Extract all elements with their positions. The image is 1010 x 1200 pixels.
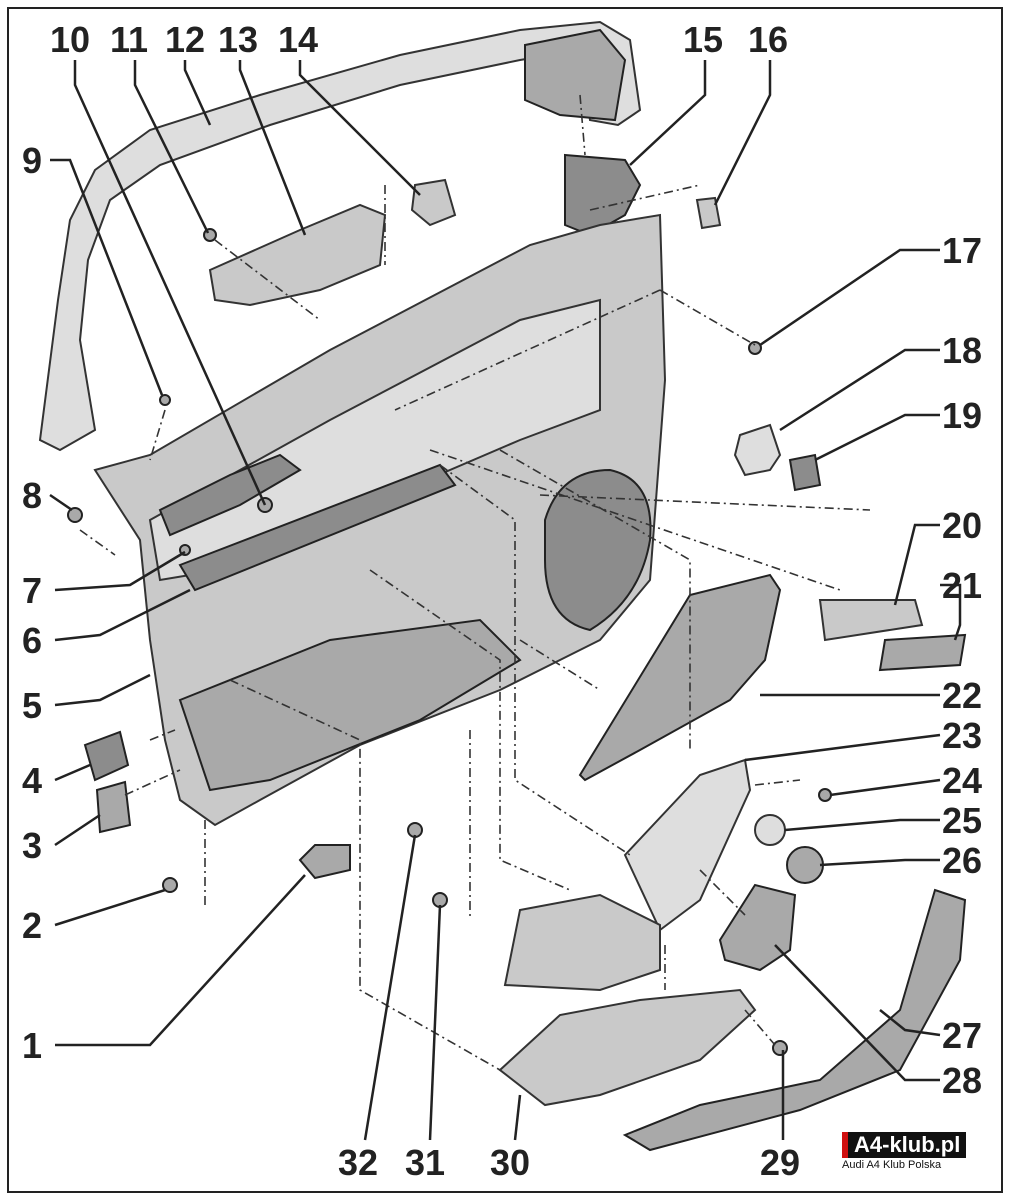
- armrest-30: [498, 988, 757, 1107]
- callout-25: 25: [942, 800, 982, 841]
- door-pocket: [178, 618, 522, 792]
- callout-8: 8: [22, 475, 42, 516]
- mirror-triangle-cover: [564, 153, 642, 237]
- callout-20: 20: [942, 505, 982, 546]
- switch-3: [95, 780, 132, 834]
- screw-24: [818, 788, 832, 802]
- callout-3: 3: [22, 825, 42, 866]
- callout-5: 5: [22, 685, 42, 726]
- screw-2: [162, 877, 178, 893]
- switch-19: [788, 453, 822, 492]
- ring-25: [754, 814, 786, 846]
- diagram-frame: [7, 7, 1003, 1193]
- callout-1: 1: [22, 1025, 42, 1066]
- handle-bracket: [410, 178, 457, 227]
- clip-16: [695, 196, 722, 230]
- decorative-strip: [178, 463, 457, 592]
- callout-17: 17: [942, 230, 982, 271]
- callout-15: 15: [683, 19, 723, 60]
- logo-subtitle: Audi A4 Klub Polska: [842, 1159, 942, 1171]
- window-switch-28: [718, 883, 797, 972]
- switch-panel-20: [818, 599, 924, 642]
- logo-main-text: A4-klub.pl: [842, 1132, 967, 1158]
- callout-numbers: 1 2 3 4 5 6 7 8 9 10 11 12 13 14 15 16 1…: [22, 19, 982, 1183]
- callout-14: 14: [278, 19, 318, 60]
- callout-18: 18: [942, 330, 982, 371]
- clip-9: [159, 394, 171, 406]
- door-speaker-recess: [544, 468, 652, 632]
- screw-29: [772, 1040, 788, 1056]
- knob-26: [786, 846, 824, 884]
- callout-6: 6: [22, 620, 42, 661]
- callout-16: 16: [748, 19, 788, 60]
- callout-29: 29: [760, 1142, 800, 1183]
- callout-13: 13: [218, 19, 258, 60]
- callout-12: 12: [165, 19, 205, 60]
- trim-strip-27: [622, 888, 967, 1152]
- callout-11: 11: [110, 19, 148, 60]
- door-switch-strip: [158, 453, 302, 537]
- bracket-1: [298, 844, 351, 880]
- window-frame-trim: [38, 20, 642, 452]
- site-logo: A4-klub.pl Audi A4 Klub Polska: [842, 1132, 980, 1171]
- screw-17: [748, 341, 762, 355]
- mirror-triangle-trim: [524, 28, 627, 122]
- switch-frame-18: [733, 423, 782, 477]
- callout-31: 31: [405, 1142, 445, 1183]
- callout-26: 26: [942, 840, 982, 881]
- leader-lines: [49, 60, 962, 1141]
- switch-block-21: [878, 633, 967, 672]
- callout-23: 23: [942, 715, 982, 756]
- callout-19: 19: [942, 395, 982, 436]
- callout-28: 28: [942, 1060, 982, 1101]
- callout-22: 22: [942, 675, 982, 716]
- callout-7: 7: [22, 570, 42, 611]
- assembly-lines: [79, 94, 871, 1071]
- callout-4: 4: [22, 760, 42, 801]
- clip-8: [67, 507, 83, 523]
- armrest-pocket: [503, 893, 661, 992]
- callout-21: 21: [942, 565, 982, 606]
- callout-27: 27: [942, 1015, 982, 1056]
- callout-32: 32: [338, 1142, 378, 1183]
- callout-24: 24: [942, 760, 982, 801]
- armrest-switch-carrier: [623, 758, 752, 932]
- callout-9: 9: [22, 140, 42, 181]
- inner-door-handle: [208, 203, 387, 307]
- door-pocket-insert: [578, 573, 782, 782]
- callout-30: 30: [490, 1142, 530, 1183]
- callout-2: 2: [22, 905, 42, 946]
- switch-4: [83, 730, 130, 782]
- screw-32: [407, 822, 423, 838]
- screw-31: [432, 892, 448, 908]
- callout-10: 10: [50, 19, 90, 60]
